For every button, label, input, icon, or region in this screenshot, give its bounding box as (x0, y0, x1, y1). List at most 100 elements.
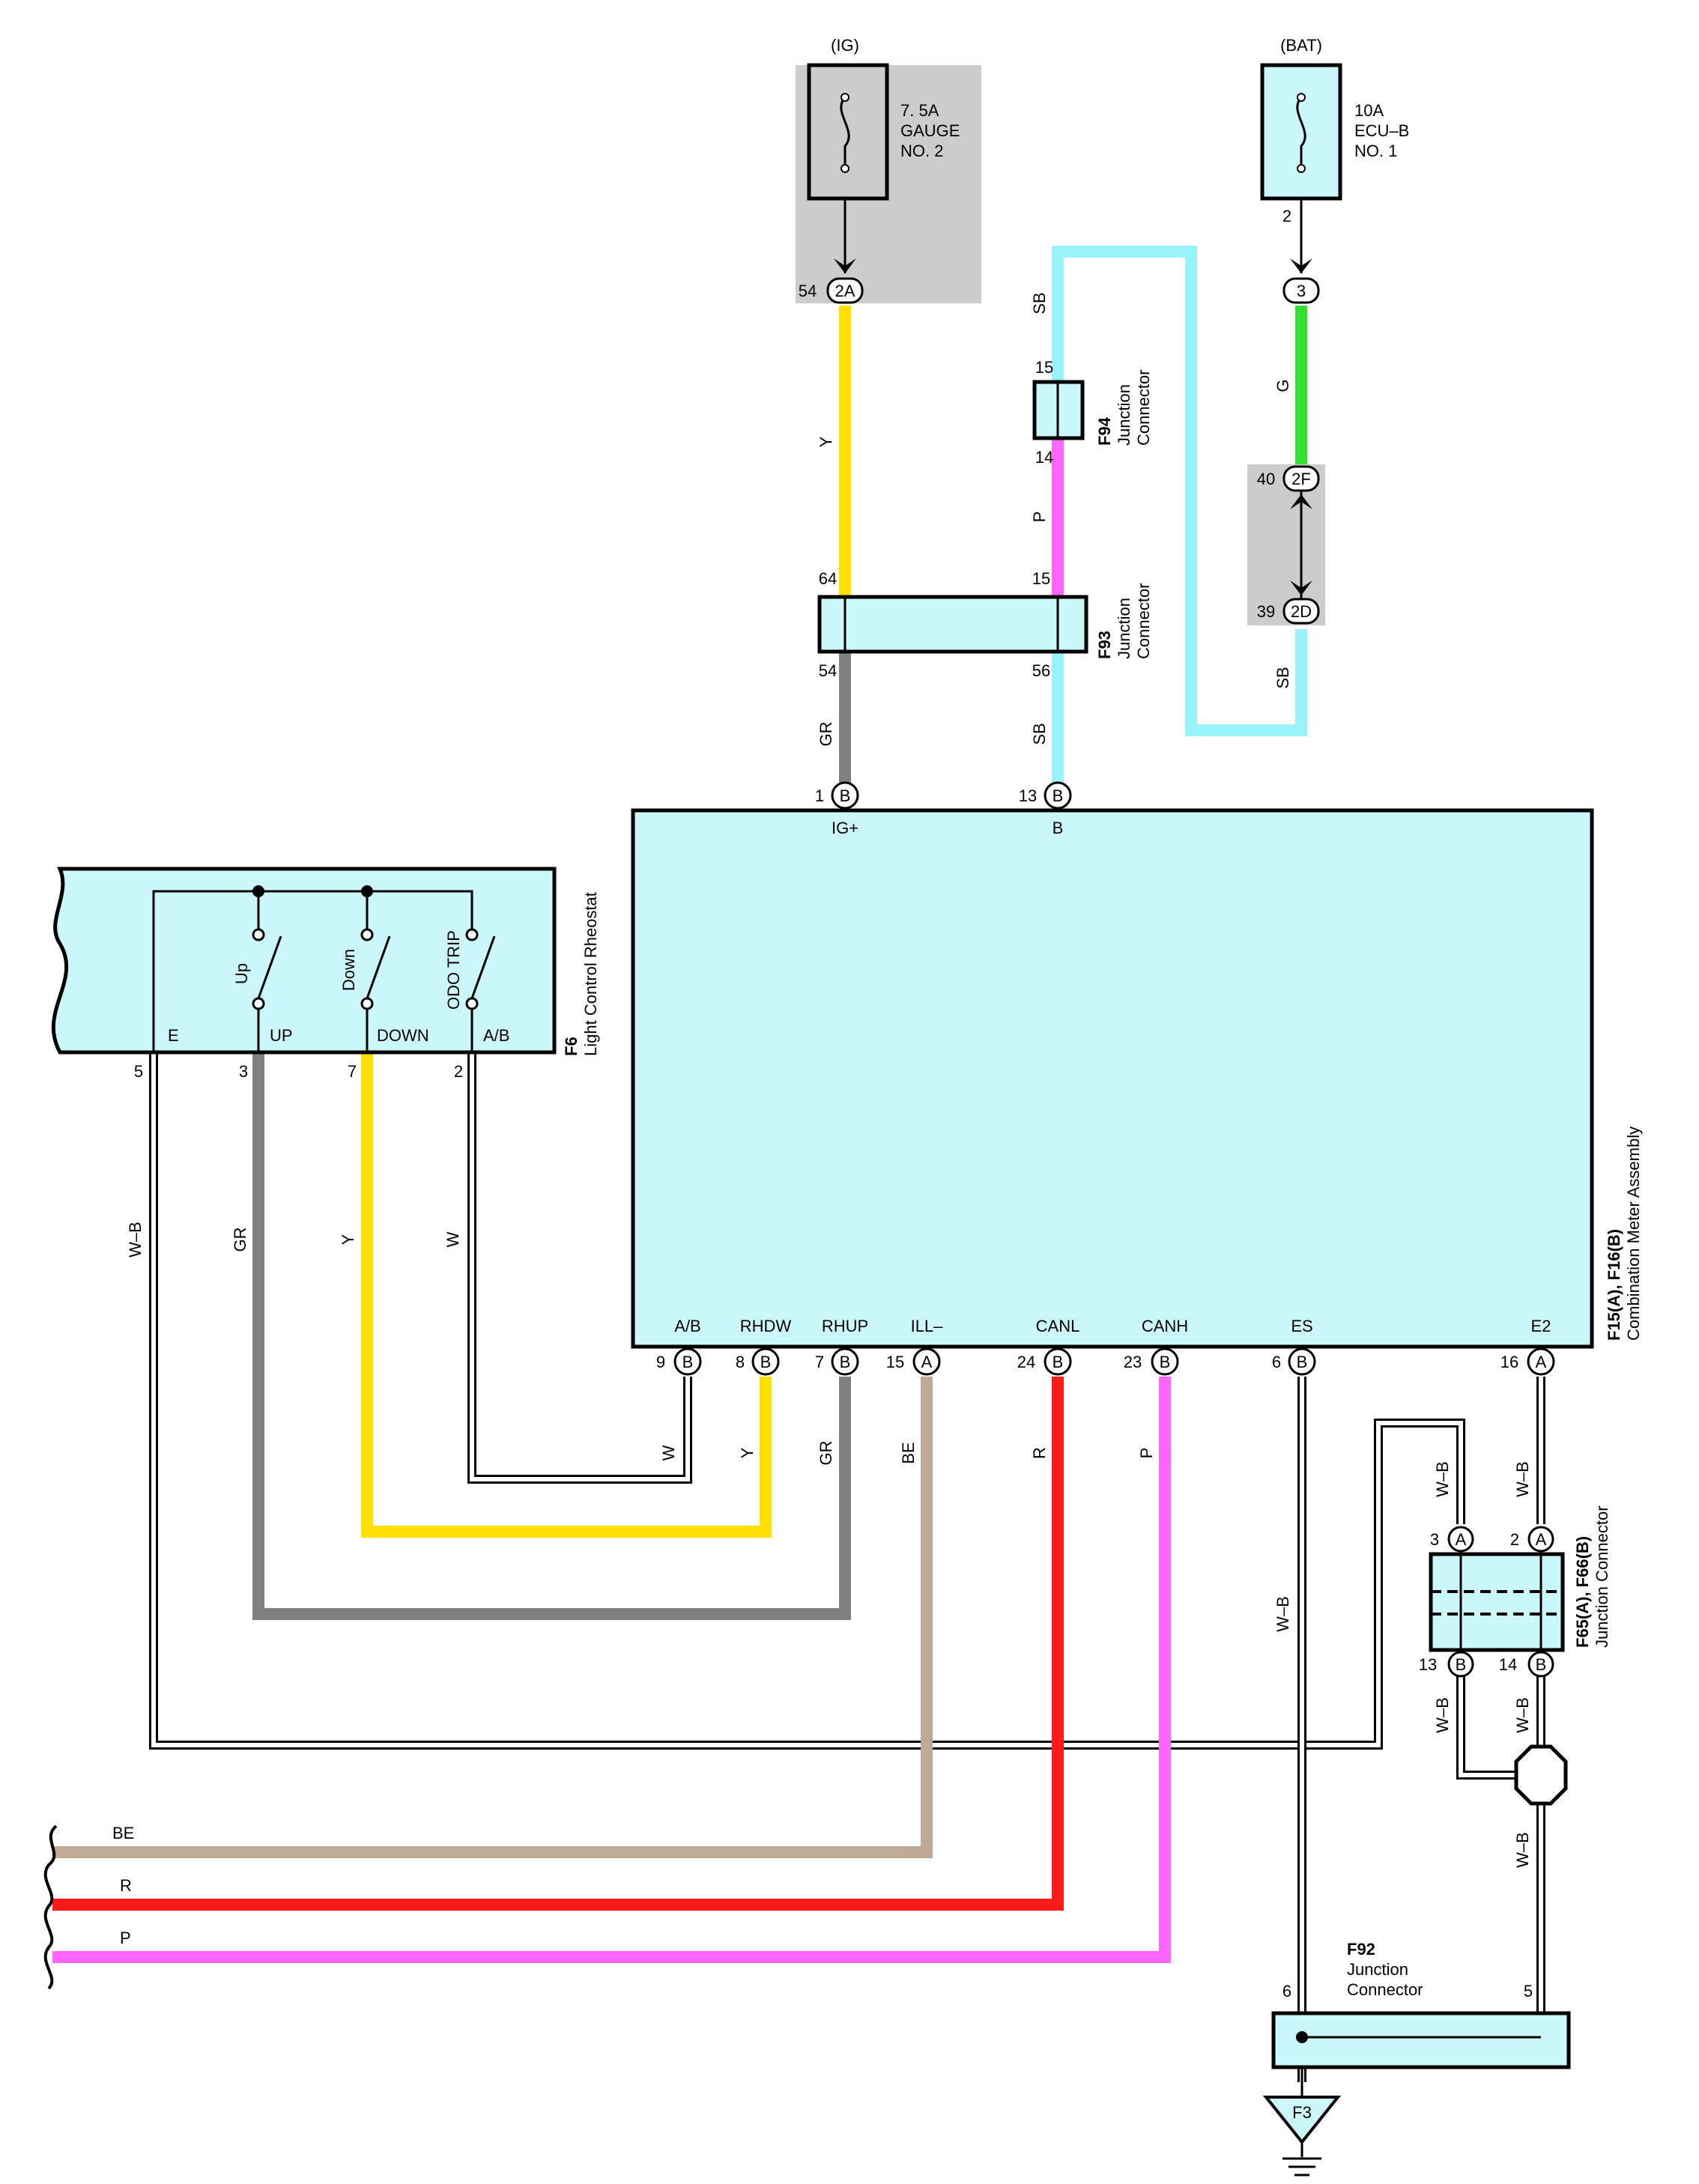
2f-2d-shade (1247, 464, 1325, 625)
mp23-letter: B (1160, 1353, 1171, 1371)
jp2: 2 (1510, 1530, 1519, 1549)
mp15-letter: A (921, 1353, 933, 1371)
switch-up-icon (252, 928, 282, 1052)
wire-w-bot-label: W (659, 1445, 678, 1460)
wire-wb-j13 (1456, 1670, 1521, 1780)
wire-sb-top-label: SB (1030, 292, 1049, 314)
wire-p-mid-label: P (1030, 512, 1049, 523)
ig-fuse-name: GAUGE (900, 121, 960, 140)
f92-box (1271, 2011, 1571, 2069)
wire-sb-right-label: SB (1274, 667, 1292, 688)
wire-p-bot-label: P (1137, 1448, 1156, 1459)
wire-gr-mid-label: GR (817, 722, 835, 747)
wire-y-left-label: Y (339, 1234, 357, 1245)
f93-name2: Connector (1134, 583, 1153, 659)
f92-code: F92 (1347, 1940, 1375, 1959)
ig-fuse-icon (840, 96, 850, 169)
wire-sb-loop (1052, 246, 1307, 736)
wire-w-left-label: W (443, 1231, 462, 1247)
switch-odo-label: ODO TRIP (444, 930, 463, 1010)
wire-wb-j13-label: W–B (1433, 1697, 1452, 1733)
f6-pin-7: 7 (348, 1062, 357, 1081)
term-b: B (1053, 819, 1064, 837)
meter-pin-1-letter: B (840, 786, 851, 805)
ig-fuse-amp: 7. 5A (900, 101, 939, 120)
t-up: UP (270, 1026, 293, 1045)
wire-wb-low-label: W–B (1513, 1832, 1532, 1868)
mp8: 8 (736, 1353, 745, 1371)
mp15: 15 (886, 1353, 904, 1371)
pin-54-top: 54 (799, 282, 817, 300)
wire-y-bot-label: Y (738, 1447, 757, 1458)
switch-down-icon (360, 928, 391, 1052)
jp13-letter: B (1456, 1655, 1467, 1674)
bat-fuse-no: NO. 1 (1354, 142, 1397, 160)
term-canh: CANH (1142, 1317, 1188, 1335)
jp2-letter: A (1536, 1530, 1547, 1549)
conn-2a-label: 2A (835, 282, 855, 300)
mp9-letter: B (682, 1353, 694, 1371)
term-ab: A/B (674, 1317, 700, 1335)
conn-2d-label: 2D (1291, 602, 1312, 621)
term-ig: IG+ (832, 819, 858, 837)
pin-56: 56 (1032, 661, 1050, 680)
f94-code: F94 (1095, 416, 1114, 446)
meter-pin-13 (1044, 781, 1072, 810)
wire-be (52, 1377, 933, 1858)
wire-wb-j2-label: W–B (1513, 1461, 1532, 1497)
switch-down-label: Down (339, 949, 358, 991)
wire-r-left-label: R (120, 1876, 132, 1895)
switch-up-label: Up (232, 963, 251, 984)
bat-fuse-name: ECU–B (1354, 121, 1409, 140)
jp13: 13 (1419, 1655, 1437, 1674)
mp6: 6 (1272, 1353, 1281, 1371)
t-down: DOWN (377, 1026, 429, 1045)
switch-odo-icon (465, 928, 496, 1052)
conn-3-label: 3 (1297, 282, 1306, 300)
mp16-letter: A (1536, 1353, 1547, 1371)
f6-box (51, 867, 557, 1055)
ground-label: F3 (1292, 2103, 1312, 2122)
conn-3 (1282, 277, 1320, 304)
arrow-down-icon (1290, 580, 1312, 595)
f6-pin-5: 5 (134, 1062, 143, 1081)
mp8-letter: B (760, 1353, 772, 1371)
mp7-letter: B (840, 1353, 851, 1371)
f6-name: Light Control Rheostat (581, 892, 600, 1056)
wire-p-left-label: P (120, 1929, 131, 1947)
mp16: 16 (1500, 1353, 1518, 1371)
jc-code: F65(A), F66(B) (1573, 1536, 1592, 1648)
term-canl: CANL (1036, 1317, 1080, 1335)
f92-pin-6: 6 (1282, 1982, 1291, 2001)
pin-2-bat: 2 (1282, 207, 1291, 225)
pin-39: 39 (1257, 602, 1275, 621)
meter-code: F15(A), F16(B) (1605, 1229, 1623, 1341)
wire-gr-left-label: GR (231, 1228, 249, 1252)
wire-wb-left-inner (151, 1049, 1463, 1747)
f93-box (817, 595, 1088, 654)
bat-fuse-icon (1296, 96, 1306, 169)
pin-40: 40 (1257, 470, 1275, 488)
term-ill: ILL– (911, 1317, 944, 1335)
f94-name1: Junction (1115, 384, 1133, 446)
conn-2a (826, 277, 864, 304)
f94-name2: Connector (1134, 369, 1153, 446)
wire-p-low (52, 1377, 1171, 1963)
wire-y-top-label: Y (817, 436, 835, 447)
t-ab: A/B (483, 1026, 509, 1045)
meter-pin-13-letter: B (1053, 786, 1064, 805)
f93-code: F93 (1095, 631, 1114, 659)
pin-15-f94: 15 (1035, 358, 1053, 377)
wire-g-label: G (1274, 379, 1292, 392)
ig-label: (IG) (831, 36, 859, 55)
wire-gr-left (252, 1049, 851, 1620)
jp3: 3 (1430, 1530, 1439, 1549)
conn-2d (1282, 598, 1320, 625)
conn-2f-label: 2F (1291, 470, 1311, 488)
wire-be-bot-label: BE (899, 1442, 918, 1463)
wire-be-left-label: BE (112, 1824, 134, 1842)
f6-pin-3: 3 (239, 1062, 248, 1081)
term-rhup: RHUP (822, 1317, 868, 1335)
t-e: E (168, 1026, 179, 1045)
